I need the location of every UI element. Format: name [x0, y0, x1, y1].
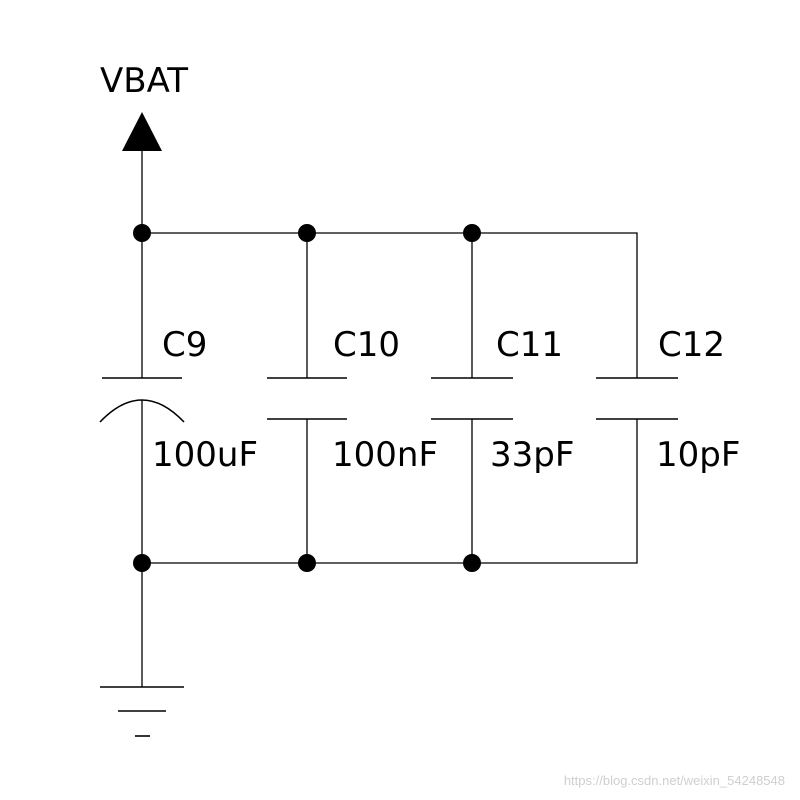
c10-ref: C10 — [333, 325, 400, 365]
junction-dot — [298, 554, 316, 572]
junction-dot — [298, 224, 316, 242]
capacitor-c12: C12 10pF — [596, 325, 740, 475]
watermark-text: https://blog.csdn.net/weixin_54248548 — [564, 773, 785, 788]
c9-value: 100uF — [152, 435, 258, 475]
capacitor-c9: C9 100uF — [99, 233, 258, 563]
capacitor-c11: C11 33pF — [431, 233, 574, 563]
junction-dot — [463, 554, 481, 572]
junction-dot — [463, 224, 481, 242]
vbat-label: VBAT — [100, 61, 188, 101]
c12-value: 10pF — [656, 435, 740, 475]
capacitor-c10: C10 100nF — [267, 233, 438, 563]
junction-dot — [133, 224, 151, 242]
c12-ref: C12 — [658, 325, 725, 365]
c11-value: 33pF — [490, 435, 574, 475]
power-arrow-symbol — [122, 112, 162, 151]
c10-value: 100nF — [332, 435, 438, 475]
c11-ref: C11 — [496, 325, 563, 365]
ground-symbol — [100, 563, 184, 737]
c9-ref: C9 — [162, 325, 207, 365]
